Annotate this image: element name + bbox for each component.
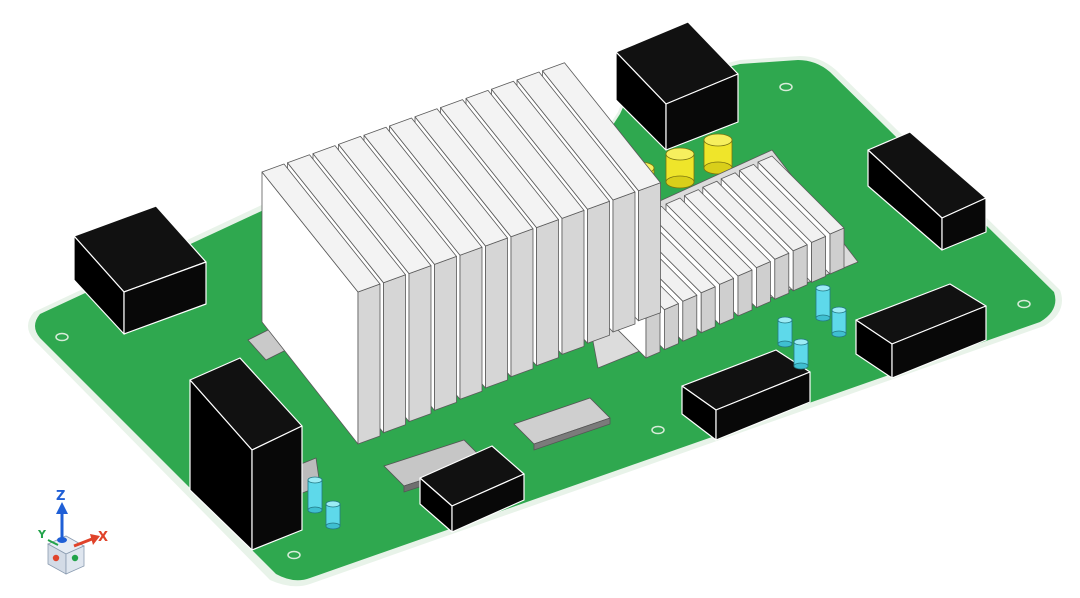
y-axis-label: Y: [37, 528, 47, 541]
heatsink-fin-top: [363, 126, 483, 256]
heatsink-small-fin-front: [645, 311, 661, 359]
mounting-hole: [779, 82, 793, 92]
y-axis-arrow: [47, 539, 59, 546]
capacitor-cyan: [777, 316, 793, 348]
heatsink-small-fin-top: [757, 155, 845, 235]
mounting-hole: [55, 332, 69, 342]
connector-tall-front: [189, 357, 303, 551]
connector-center-right: [681, 349, 811, 441]
heatsink-fin-front: [536, 219, 559, 367]
heatsink-small-fin-top: [702, 180, 790, 260]
heatsink-fin-top: [491, 80, 610, 210]
capacitor-cyan: [307, 476, 323, 514]
heatsink-fin-top: [516, 71, 636, 201]
mounting-hole: [651, 425, 665, 435]
heatsink-large: [261, 62, 661, 445]
capacitor-cyan: [815, 284, 831, 322]
heatsink-fin-top: [261, 163, 381, 293]
heatsink-small-fin-top: [720, 172, 808, 252]
x-axis-arrow: [73, 534, 100, 548]
heatsink-small-fin-front: [682, 294, 698, 342]
heatsink-fin-top: [389, 117, 508, 247]
connector-right-upper: [867, 131, 987, 251]
z-axis-arrow: [56, 502, 68, 543]
capacitor-cyan: [793, 338, 809, 370]
capacitor-yellow: [665, 147, 695, 189]
heatsink-fin-front: [638, 182, 661, 322]
axis-triad[interactable]: Z X Y: [37, 489, 108, 575]
heatsink-fin-front: [485, 237, 508, 389]
heatsink-fin-front: [561, 209, 585, 355]
capacitor-cyan: [325, 500, 341, 530]
connector-bottom-center: [419, 445, 525, 533]
connector-top: [615, 21, 739, 151]
heatsink-small-fin-front: [792, 244, 808, 292]
heatsink-small-fin-front: [737, 269, 753, 317]
mounting-hole: [1017, 299, 1031, 309]
heatsink-small-fin-top: [684, 189, 771, 269]
heatsink-small-fin-front: [719, 277, 734, 325]
heatsink-small-fin-front: [700, 286, 716, 334]
heatsink-small-fin-top: [665, 197, 753, 277]
heatsink-fin-top: [542, 62, 661, 192]
view-cube[interactable]: [47, 535, 85, 575]
x-axis-label: X: [98, 530, 108, 545]
heatsink-small-fin-front: [774, 252, 790, 300]
heatsink-fin-top: [440, 99, 559, 229]
heatsink-small-fin-front: [829, 227, 845, 275]
connector-right-lower: [855, 283, 987, 379]
heatsink-fin-front: [459, 246, 483, 400]
connector-left: [73, 205, 207, 335]
heatsink-fin-top: [287, 154, 406, 284]
heatsink-fin-front: [612, 191, 636, 333]
heatsink-fin-front: [408, 265, 432, 423]
capacitors-cyan: [307, 284, 847, 530]
heatsink-fin-front: [587, 200, 610, 344]
connectors: [73, 21, 987, 533]
heatsink-fin-front: [434, 255, 457, 411]
heatsink-fin-top: [465, 90, 585, 219]
mounting-hole: [287, 550, 301, 560]
z-axis-label: Z: [56, 489, 65, 504]
heatsink-fin-front: [357, 283, 381, 445]
heatsink-small-fin-front: [664, 303, 679, 351]
heatsink-fin-top: [414, 108, 534, 238]
heatsink-small-fin-front: [811, 235, 826, 283]
capacitor-yellow: [703, 133, 733, 175]
heatsink-small-fin-top: [739, 163, 826, 243]
heatsink-fin-front: [383, 274, 406, 434]
capacitor-cyan: [831, 306, 847, 338]
heatsink-fin-front: [510, 228, 534, 378]
mounting-holes: [55, 82, 1031, 560]
heatsink-fin-top: [312, 145, 432, 275]
heatsink-small-fin-front: [756, 261, 771, 309]
ic-chip: [513, 397, 611, 451]
heatsink-fin-top: [338, 135, 457, 265]
